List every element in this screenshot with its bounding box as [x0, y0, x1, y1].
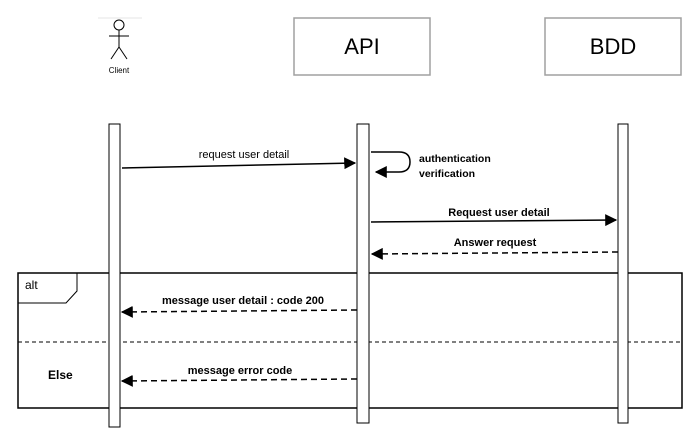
message-label-line1: authentication [419, 153, 491, 165]
bdd-participant: BDD [544, 17, 682, 76]
api-lifeline [356, 123, 370, 424]
message-label: message user detail : code 200 [162, 295, 324, 307]
bdd-label: BDD [590, 34, 636, 59]
actor-head-icon [113, 19, 125, 31]
message-user-detail-code-200: message user detail : code 200 [120, 295, 358, 318]
message-label-line2: verification [419, 168, 475, 180]
api-participant: API [293, 17, 431, 76]
api-label: API [344, 34, 379, 59]
message-label: Request user detail [448, 207, 549, 219]
else-label: Else [48, 368, 73, 382]
message-request-user-detail-bdd: Request user detail [370, 207, 618, 227]
client-label: Client [109, 66, 130, 75]
message-label: Answer request [454, 237, 537, 249]
message-label: request user detail [199, 149, 290, 161]
bdd-lifeline [617, 123, 629, 424]
alt-operator: alt [25, 278, 38, 292]
client-actor: Client [98, 17, 142, 75]
message-request-user-detail: request user detail [121, 149, 357, 170]
message-answer-request: Answer request [370, 237, 619, 260]
message-authentication-verification: authentication verification [371, 151, 491, 180]
message-error-code: message error code [120, 365, 358, 387]
message-label: message error code [188, 365, 293, 377]
client-lifeline [108, 123, 121, 428]
alt-fragment: alt Else [17, 272, 683, 409]
